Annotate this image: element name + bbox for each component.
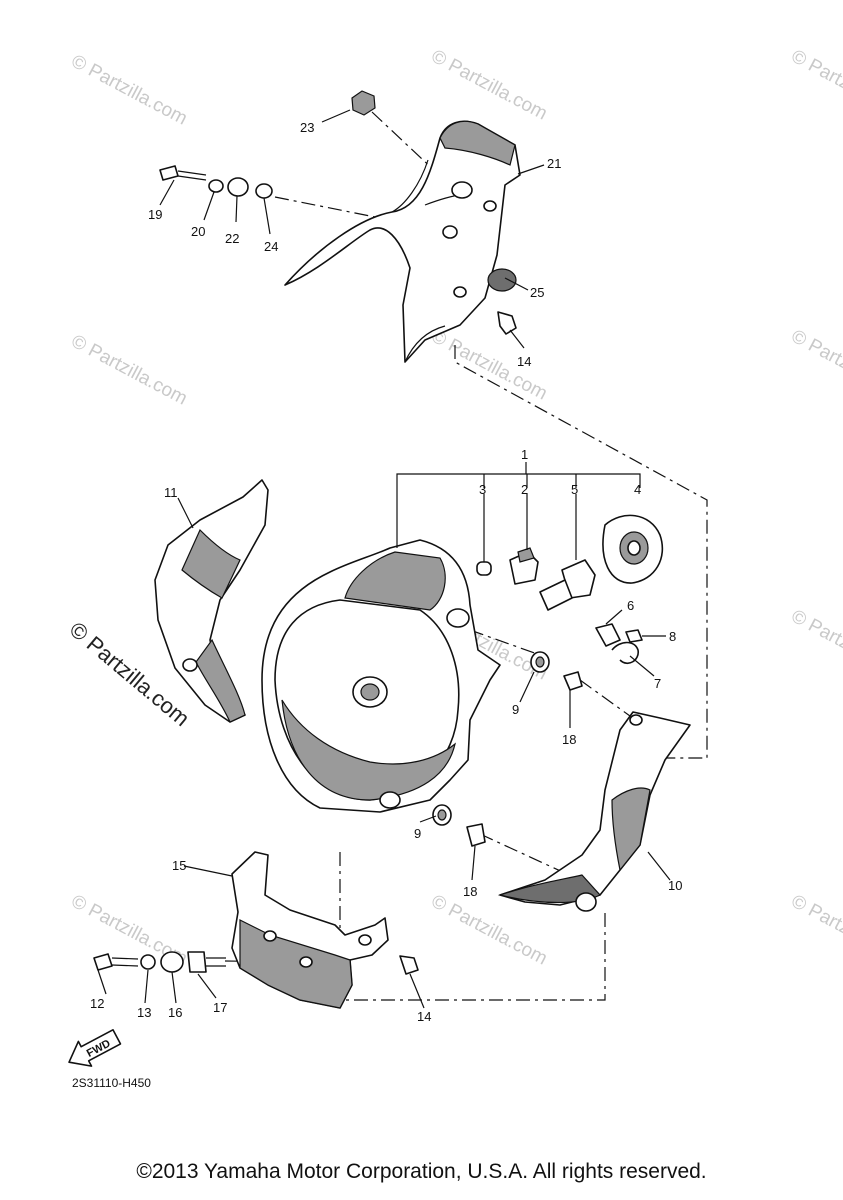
washer-13 bbox=[140, 954, 156, 970]
callout-22: 22 bbox=[225, 231, 239, 246]
screw-14-top bbox=[497, 311, 517, 335]
callout-11: 11 bbox=[164, 485, 178, 500]
hardware-top bbox=[159, 90, 517, 335]
callout-16: 16 bbox=[168, 1005, 182, 1020]
collar-18 bbox=[563, 671, 583, 691]
grommets bbox=[432, 651, 583, 847]
callout-10: 10 bbox=[668, 878, 682, 893]
headlight-cover-right bbox=[497, 711, 691, 912]
collar-16 bbox=[160, 951, 184, 973]
watermark: © Partzilla.com bbox=[788, 606, 843, 685]
collar-22 bbox=[227, 177, 249, 197]
callout-14b: 14 bbox=[417, 1009, 431, 1024]
headlight-upper-bracket bbox=[284, 120, 521, 363]
watermark: © Partzilla.com bbox=[428, 46, 551, 125]
callout-20: 20 bbox=[191, 224, 205, 239]
callout-14a: 14 bbox=[517, 354, 531, 369]
callout-21: 21 bbox=[547, 156, 561, 171]
fwd-label: FWD bbox=[85, 1038, 113, 1060]
callout-labels: 1 2 3 4 5 6 7 8 9 9 10 11 12 13 14 14 15… bbox=[90, 120, 682, 1024]
clip-6 bbox=[595, 623, 621, 647]
headlight-cover-left bbox=[154, 479, 269, 723]
washer-20 bbox=[208, 179, 224, 193]
callout-13: 13 bbox=[137, 1005, 151, 1020]
watermark: © Partzilla.com bbox=[788, 326, 843, 405]
callout-15: 15 bbox=[172, 858, 186, 873]
callout-2: 2 bbox=[521, 482, 528, 497]
callout-8: 8 bbox=[669, 629, 676, 644]
bolt-12 bbox=[93, 953, 113, 971]
nut-23 bbox=[351, 90, 376, 116]
callout-9a: 9 bbox=[512, 702, 519, 717]
screw-14-bottom bbox=[399, 955, 419, 975]
hardware-bottom bbox=[93, 951, 419, 975]
copyright-notice: ©2013 Yamaha Motor Corporation, U.S.A. A… bbox=[136, 1160, 707, 1183]
callout-12: 12 bbox=[90, 996, 104, 1011]
callout-18b: 18 bbox=[463, 884, 477, 899]
watermark: © Partzilla.com bbox=[788, 891, 843, 970]
headlight-lower-bracket bbox=[231, 851, 389, 1009]
callout-6: 6 bbox=[627, 598, 634, 613]
callout-7: 7 bbox=[654, 676, 661, 691]
watermark: © Partzilla.com bbox=[68, 51, 191, 130]
headlight-housing bbox=[261, 539, 501, 813]
callout-9b: 9 bbox=[414, 826, 421, 841]
diagram-code: 2S31110-H450 bbox=[72, 1076, 151, 1090]
fwd-arrow: FWD bbox=[68, 1028, 122, 1067]
callout-19: 19 bbox=[148, 207, 162, 222]
nut-24 bbox=[255, 183, 273, 199]
callout-25: 25 bbox=[530, 285, 544, 300]
callout-23: 23 bbox=[300, 120, 314, 135]
watermark: © Partzilla.com bbox=[428, 326, 551, 405]
callout-24: 24 bbox=[264, 239, 278, 254]
bulb-parts bbox=[476, 514, 664, 665]
callout-4: 4 bbox=[634, 482, 641, 497]
bolt-19 bbox=[159, 165, 179, 181]
watermark: © Partzilla.com bbox=[68, 331, 191, 410]
collar-18b bbox=[466, 823, 486, 847]
bolt-17 bbox=[187, 951, 207, 973]
watermark: © Partzilla.com bbox=[788, 46, 843, 125]
fwd-arrow-icon bbox=[68, 1028, 122, 1067]
callout-5: 5 bbox=[571, 482, 578, 497]
leader-lines bbox=[97, 109, 671, 1009]
bulb-3 bbox=[476, 561, 492, 576]
callout-17: 17 bbox=[213, 1000, 227, 1015]
screw-8 bbox=[625, 629, 643, 643]
callout-1: 1 bbox=[521, 447, 528, 462]
callout-3: 3 bbox=[479, 482, 486, 497]
callout-18a: 18 bbox=[562, 732, 576, 747]
